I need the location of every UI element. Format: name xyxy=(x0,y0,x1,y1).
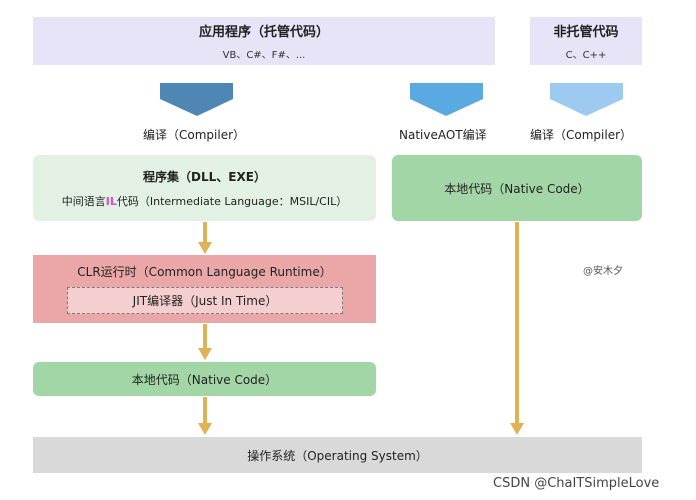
compile-arrow-aot xyxy=(410,83,483,116)
operating-system-box: 操作系统（Operating System） xyxy=(33,437,642,473)
il-code-line: 中间语言IL代码（Intermediate Language：MSIL/CIL） xyxy=(62,193,347,209)
jit-compiler-box: JIT编译器（Just In Time） xyxy=(67,287,343,314)
unmanaged-languages: C、C++ xyxy=(565,50,607,61)
compile-arrow-right xyxy=(550,83,623,116)
operating-system-label: 操作系统（Operating System） xyxy=(247,448,428,463)
assembly-box: 程序集（DLL、EXE） 中间语言IL代码（Intermediate Langu… xyxy=(33,155,376,221)
compile-arrow-left xyxy=(160,83,233,116)
assembly-title: 程序集（DLL、EXE） xyxy=(143,169,266,184)
compile-label-right: 编译（Compiler） xyxy=(530,128,633,142)
compile-label-left: 编译（Compiler） xyxy=(143,128,246,142)
unmanaged-code-header: 非托管代码 C、C++ xyxy=(530,17,642,65)
native-code-box: 本地代码（Native Code） xyxy=(33,362,376,396)
managed-languages: VB、C#、F#、... xyxy=(222,50,306,61)
unmanaged-code-title: 非托管代码 xyxy=(553,25,619,40)
flow-arrow-assembly-to-clr xyxy=(198,222,212,254)
native-aot-code-label: 本地代码（Native Code） xyxy=(444,181,590,196)
native-aot-code-box: 本地代码（Native Code） xyxy=(392,155,642,221)
watermark-author: @安木夕 xyxy=(583,266,623,277)
clr-runtime-label: CLR运行时（Common Language Runtime） xyxy=(77,265,332,279)
flow-arrow-clr-to-native xyxy=(198,324,212,360)
footer-credit: CSDN @ChaITSimpleLove xyxy=(493,476,660,491)
il-prefix: 中间语言 xyxy=(61,194,106,208)
native-code-label: 本地代码（Native Code） xyxy=(131,372,278,387)
il-suffix: 代码（Intermediate Language：MSIL/CIL） xyxy=(116,194,348,208)
il-highlight: IL xyxy=(105,194,117,208)
managed-code-title: 应用程序（托管代码） xyxy=(198,25,329,40)
jit-compiler-label: JIT编译器（Just In Time） xyxy=(132,294,278,308)
managed-code-header: 应用程序（托管代码） VB、C#、F#、... xyxy=(33,17,495,65)
compile-label-aot: NativeAOT编译 xyxy=(399,128,487,142)
flow-arrow-aot-to-os xyxy=(510,222,524,435)
flow-arrow-native-to-os xyxy=(198,397,212,435)
